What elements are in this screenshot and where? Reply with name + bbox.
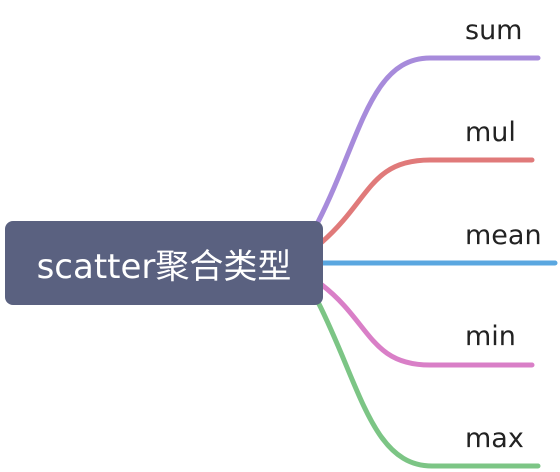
branch-label-sum: sum bbox=[465, 15, 523, 46]
root-label: scatter聚合类型 bbox=[36, 246, 292, 287]
root-node: scatter聚合类型 bbox=[5, 221, 323, 305]
branch-label-min: min bbox=[465, 321, 516, 352]
branch-label-max: max bbox=[465, 423, 524, 454]
branch-connector-mul bbox=[319, 157, 535, 245]
branch-connector-max bbox=[315, 299, 541, 469]
branch-label-mul: mul bbox=[465, 117, 516, 148]
branch-connector-sum bbox=[315, 55, 541, 225]
branch-connector-min bbox=[319, 282, 535, 368]
branch-label-mean: mean bbox=[465, 220, 542, 251]
